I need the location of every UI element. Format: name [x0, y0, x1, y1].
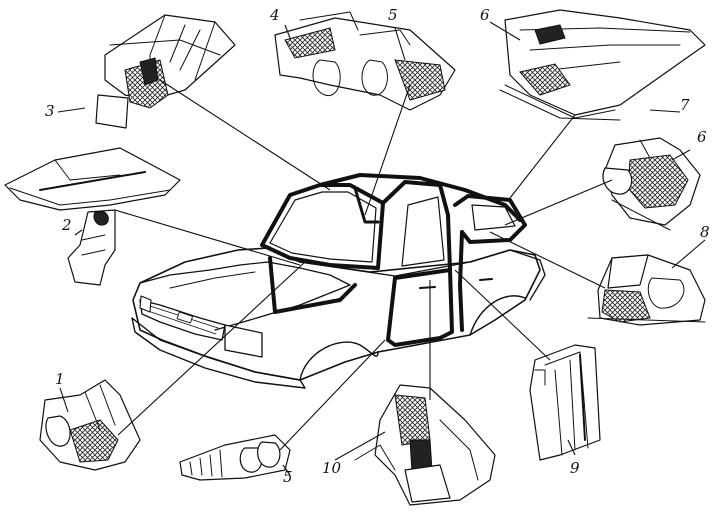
detail-1-hood-seal-section [39, 379, 141, 471]
callout-5-bottom: 5 [283, 468, 293, 486]
detail-5-lower-seal-profile [179, 434, 291, 481]
callout-5-top: 5 [388, 6, 398, 24]
door-and-window-seals [260, 173, 527, 347]
roof-seal [318, 173, 522, 222]
callout-4: 4 [269, 6, 280, 24]
callout-2: 2 [61, 216, 72, 234]
detail-8-door-seal-section [587, 254, 706, 326]
callout-9: 9 [570, 459, 580, 477]
headlight-right [224, 324, 263, 358]
callout-7: 7 [680, 96, 690, 114]
callout-labels: 3 2 1 4 5 6 7 6 8 9 10 5 [45, 6, 710, 486]
detail-6-7-rear-window-section [499, 9, 706, 121]
callout-6-right: 6 [697, 128, 707, 146]
callout-1: 1 [55, 370, 65, 388]
detail-4-5-door-upper-section [274, 11, 456, 111]
detail-10-door-pillar-section [354, 384, 496, 506]
detail-2-hood-panel-section [4, 147, 181, 286]
detail-9-seal-profile [529, 344, 601, 461]
a-pillar-seal [268, 256, 277, 314]
car-body [131, 247, 546, 389]
rear-door-seal [453, 194, 527, 244]
headlight-left [139, 295, 152, 313]
leader-lines [57, 21, 706, 476]
callout-6-top: 6 [480, 6, 490, 24]
callout-8: 8 [700, 223, 710, 241]
callout-3: 3 [45, 102, 55, 120]
front-door-seal [381, 180, 452, 280]
grille-badge [176, 311, 194, 324]
detail-3-windshield-section [95, 14, 236, 129]
detail-6-door-seal-section [602, 137, 701, 231]
callout-10: 10 [322, 459, 342, 477]
